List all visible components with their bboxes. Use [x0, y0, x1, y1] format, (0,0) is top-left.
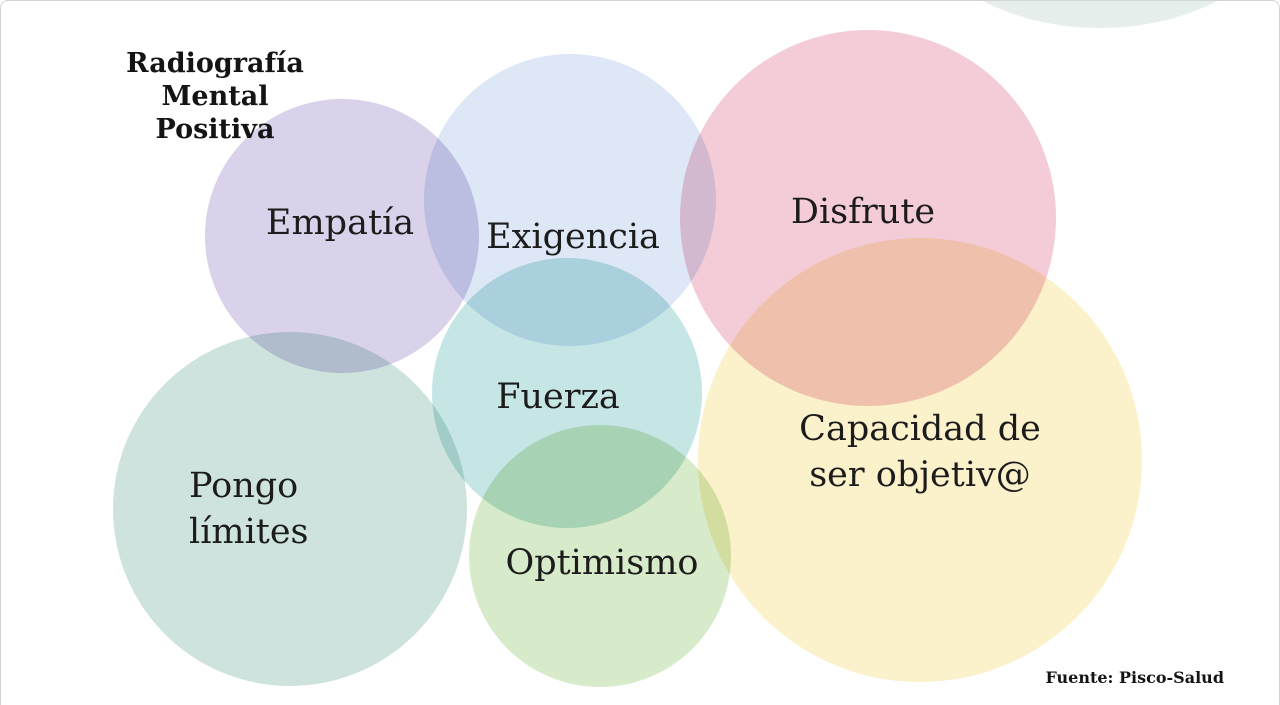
label-exigencia: Exigencia — [486, 216, 660, 257]
label-empatia: Empatía — [265, 202, 415, 243]
label-capacidad: Capacidad de ser objetiv@ — [799, 408, 1041, 495]
bubble-pongo-limites — [113, 332, 467, 686]
diagram-title: Radiografía Mental Positiva — [126, 48, 304, 145]
label-optimismo: Optimismo — [505, 542, 699, 583]
source-credit: Fuente: Pisco-Salud — [1045, 668, 1224, 687]
label-disfrute: Disfrute — [790, 191, 936, 232]
corner-accent-shape — [925, 0, 1275, 28]
label-fuerza: Fuerza — [496, 376, 620, 417]
bubble-optimismo — [469, 425, 731, 687]
bubble-capacidad — [698, 238, 1142, 682]
label-pongo-limites: Pongo límites — [189, 466, 309, 553]
